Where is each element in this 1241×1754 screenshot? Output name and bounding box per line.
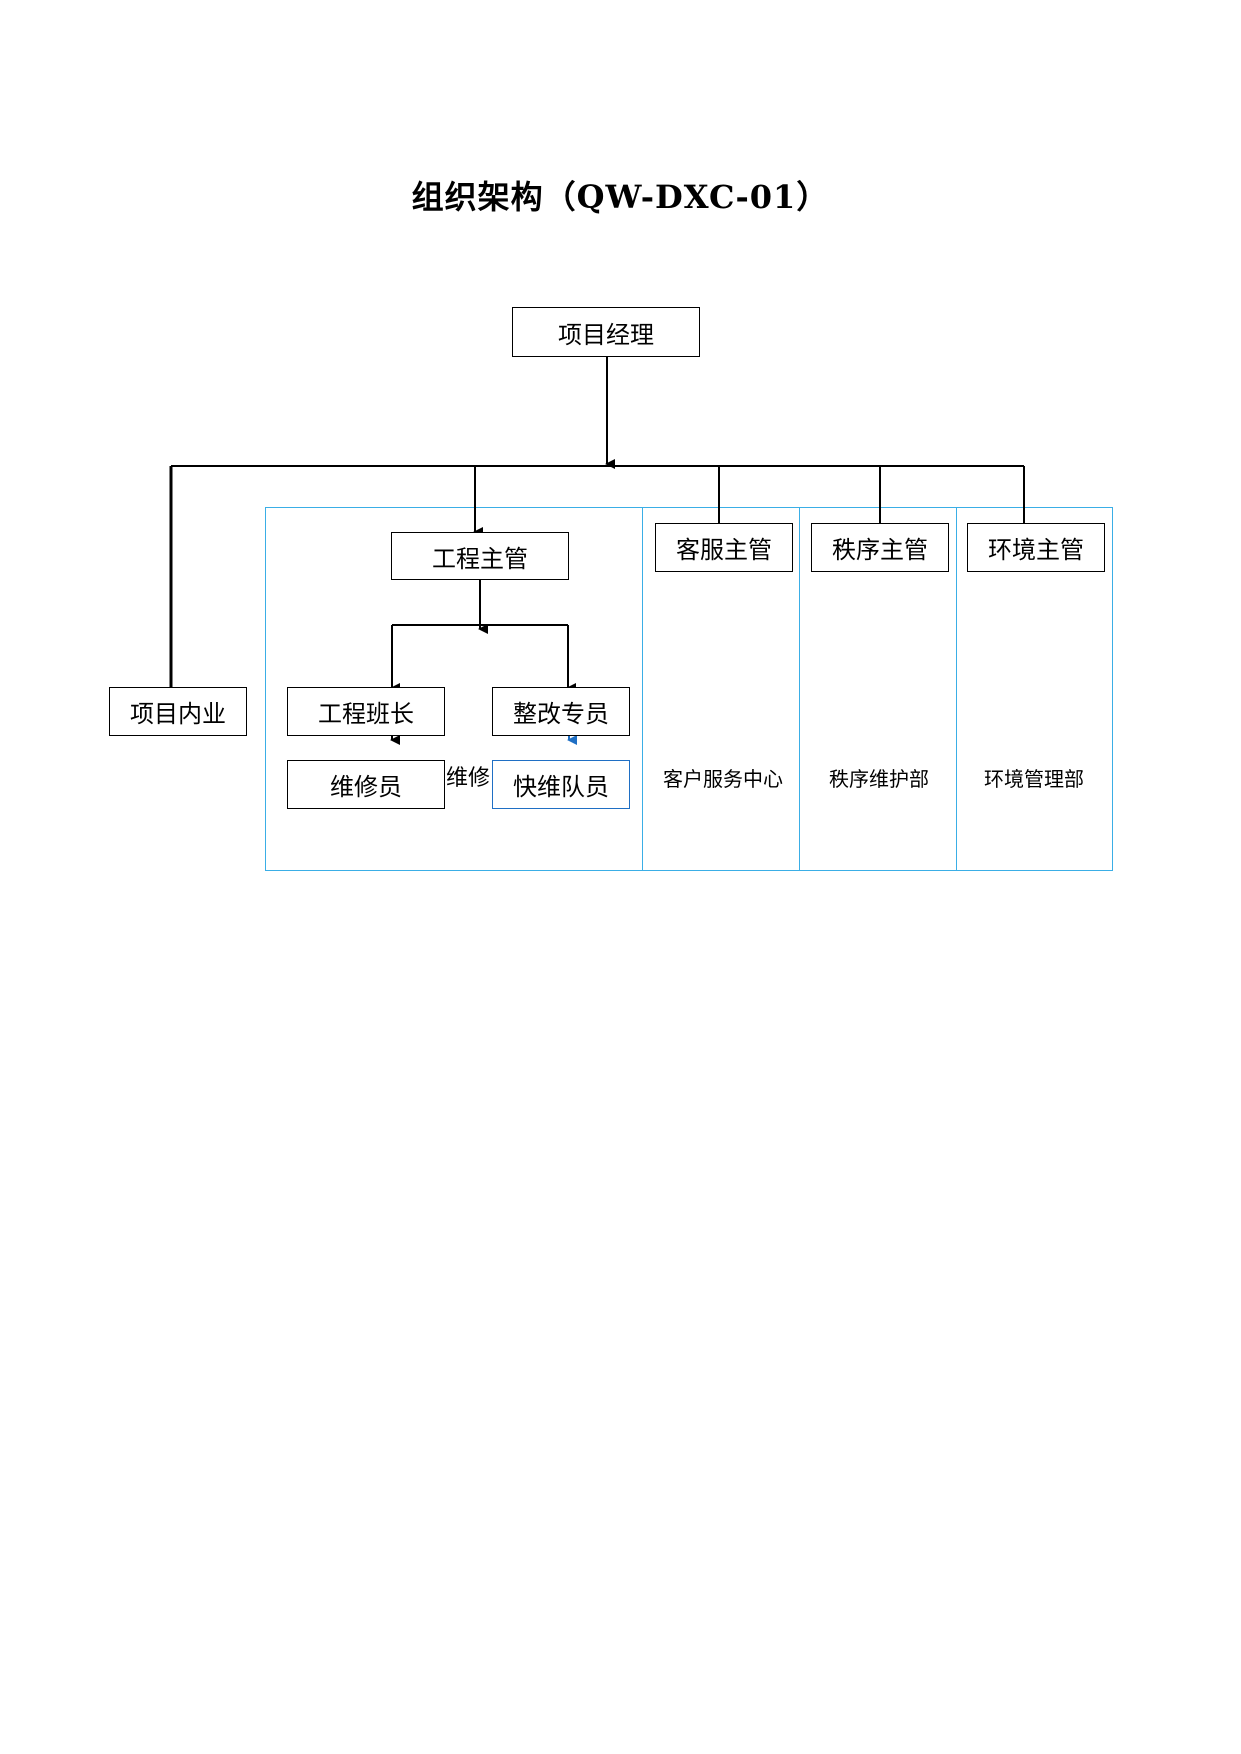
rectification-specialist-node: 整改专员 xyxy=(492,687,630,736)
order-supervisor-node: 秩序主管 xyxy=(811,523,949,572)
order-maintenance-dept-label: 秩序维护部 xyxy=(829,767,929,791)
maintenance-side-label: 维修 xyxy=(446,766,491,791)
environment-management-dept-label: 环境管理部 xyxy=(984,767,1084,791)
quick-repair-member-node: 快维队员 xyxy=(492,760,630,809)
environment-supervisor-node: 环境主管 xyxy=(967,523,1105,572)
customer-service-supervisor-node: 客服主管 xyxy=(655,523,793,572)
project-manager-node: 项目经理 xyxy=(512,307,700,357)
engineering-supervisor-node: 工程主管 xyxy=(391,532,569,580)
page-title: 组织架构（QW-DXC-01） xyxy=(411,178,830,216)
environment-panel xyxy=(956,507,1113,871)
maintenance-worker-node: 维修员 xyxy=(287,760,445,809)
customer-service-center-label: 客户服务中心 xyxy=(663,767,783,791)
engineering-team-leader-node: 工程班长 xyxy=(287,687,445,736)
project-internal-node: 项目内业 xyxy=(109,687,247,736)
